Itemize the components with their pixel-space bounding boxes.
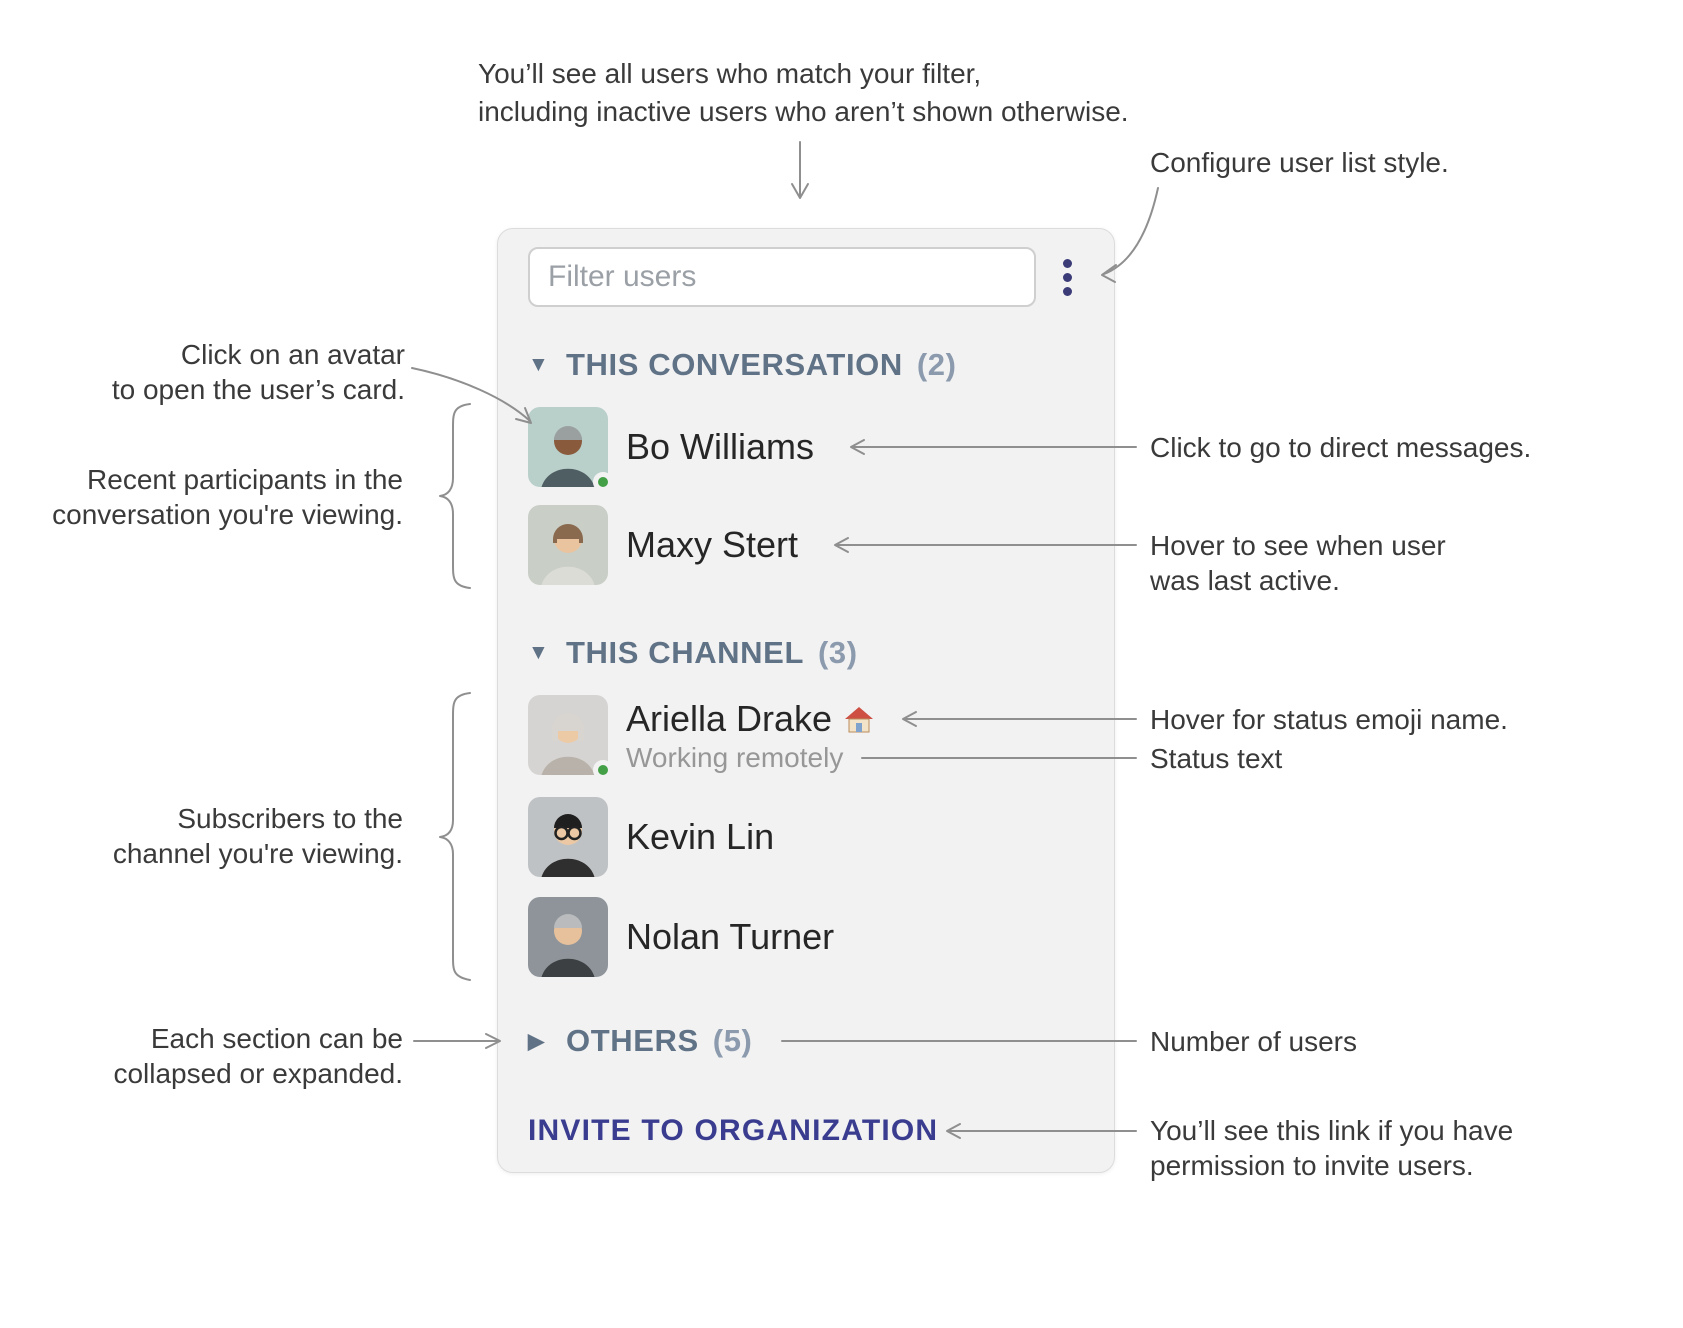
annotation-line-text: You’ll see all users who match your filt… bbox=[478, 58, 982, 89]
annotation-avatar-note: Click on an avatar to open the user’s ca… bbox=[100, 337, 405, 407]
user-name[interactable]: Kevin Lin bbox=[626, 816, 775, 857]
user-list-menu-button[interactable] bbox=[1044, 247, 1090, 307]
annotation-filter-note: You’ll see all users who match your filt… bbox=[478, 55, 1129, 131]
annotation-line-text: was last active. bbox=[1150, 565, 1340, 596]
annotation-line-text: conversation you're viewing. bbox=[52, 499, 403, 530]
annotation-invite-note: You’ll see this link if you have permiss… bbox=[1150, 1113, 1513, 1183]
subscribers-brace bbox=[439, 692, 471, 981]
avatar-image bbox=[528, 505, 608, 585]
avatar[interactable] bbox=[528, 897, 608, 977]
section-label: THIS CHANNEL bbox=[566, 635, 804, 670]
annotation-line-text: Hover to see when user bbox=[1150, 530, 1446, 561]
annotation-line-text: Each section can be bbox=[150, 1023, 403, 1054]
user-row: Bo Williams bbox=[528, 407, 1090, 492]
annotation-status-emoji-note: Hover for status emoji name. bbox=[1150, 704, 1508, 735]
panel-toolbar bbox=[528, 247, 1090, 307]
section-label: THIS CONVERSATION bbox=[566, 347, 903, 382]
annotation-collapse-note: Each section can be collapsed or expande… bbox=[108, 1021, 403, 1091]
annotation-line-text: Click on an avatar bbox=[180, 339, 405, 370]
filter-users-input[interactable] bbox=[528, 247, 1036, 307]
caret-right-icon[interactable]: ▶ bbox=[528, 1029, 545, 1053]
section-label: OTHERS bbox=[566, 1023, 699, 1058]
section-header-this-conversation[interactable]: ▼ THIS CONVERSATION (2) bbox=[528, 347, 1090, 383]
annotation-user-count-note: Number of users bbox=[1150, 1026, 1357, 1057]
user-name[interactable]: Nolan Turner bbox=[626, 916, 835, 957]
annotation-line-text: Subscribers to the bbox=[177, 803, 403, 834]
annotation-subscribers-note: Subscribers to the channel you're viewin… bbox=[105, 801, 403, 871]
presence-dot-icon bbox=[593, 760, 613, 780]
user-row: Kevin Lin bbox=[528, 797, 1090, 877]
recent-participants-brace bbox=[439, 403, 471, 589]
user-row: Nolan Turner bbox=[528, 897, 1090, 977]
collapse-note-arrow bbox=[413, 1033, 501, 1049]
user-row: Maxy Stert bbox=[528, 505, 1090, 585]
avatar[interactable] bbox=[528, 505, 608, 585]
section-header-this-channel[interactable]: ▼ THIS CHANNEL (3) bbox=[528, 635, 1090, 671]
caret-down-icon[interactable]: ▼ bbox=[528, 353, 550, 376]
vertical-ellipsis-icon bbox=[1062, 272, 1072, 282]
avatar-image bbox=[528, 407, 608, 487]
annotation-line-text: permission to invite users. bbox=[1150, 1150, 1474, 1181]
user-row: Ariella Drake Working remotely bbox=[528, 695, 1090, 780]
annotation-line-text: channel you're viewing. bbox=[112, 838, 403, 869]
annotation-status-text-note: Status text bbox=[1150, 743, 1283, 774]
annotation-line-text: Recent participants in the bbox=[87, 464, 403, 495]
presence-dot-icon bbox=[593, 472, 613, 492]
avatar[interactable] bbox=[528, 695, 613, 780]
user-name[interactable]: Ariella Drake bbox=[626, 698, 833, 739]
annotation-line-text: collapsed or expanded. bbox=[113, 1058, 403, 1089]
vertical-ellipsis-icon bbox=[1062, 258, 1072, 268]
avatar-image bbox=[528, 695, 608, 775]
house-status-emoji-icon[interactable] bbox=[844, 704, 874, 734]
caret-down-icon[interactable]: ▼ bbox=[528, 641, 550, 664]
user-status-text: Working remotely bbox=[626, 742, 844, 773]
vertical-ellipsis-icon bbox=[1062, 286, 1072, 296]
user-list-panel: ▼ THIS CONVERSATION (2) Bo Williams bbox=[497, 228, 1115, 1173]
avatar-image bbox=[528, 897, 608, 977]
user-name[interactable]: Maxy Stert bbox=[626, 524, 799, 565]
user-name-column: Ariella Drake Working remotely bbox=[626, 695, 874, 773]
annotation-configure-note: Configure user list style. bbox=[1150, 147, 1449, 178]
annotation-line-text: to open the user’s card. bbox=[111, 374, 405, 405]
annotation-recent-participants-note: Recent participants in the conversation … bbox=[45, 462, 403, 532]
invite-to-organization-link[interactable]: INVITE TO ORGANIZATION bbox=[528, 1114, 939, 1147]
section-count: (5) bbox=[712, 1023, 753, 1058]
avatar[interactable] bbox=[528, 797, 608, 877]
section-header-others[interactable]: ▶ OTHERS (5) bbox=[528, 1023, 1090, 1059]
user-name[interactable]: Bo Williams bbox=[626, 426, 815, 467]
filter-note-arrow bbox=[791, 141, 809, 199]
annotation-direct-messages-note: Click to go to direct messages. bbox=[1150, 432, 1532, 463]
section-count: (3) bbox=[817, 635, 858, 670]
avatar[interactable] bbox=[528, 407, 613, 492]
section-count: (2) bbox=[916, 347, 957, 382]
annotation-line-text: including inactive users who aren’t show… bbox=[478, 96, 1129, 127]
avatar-image bbox=[528, 797, 608, 877]
annotation-last-active-note: Hover to see when user was last active. bbox=[1150, 528, 1446, 598]
annotation-line-text: You’ll see this link if you have bbox=[1150, 1115, 1514, 1146]
